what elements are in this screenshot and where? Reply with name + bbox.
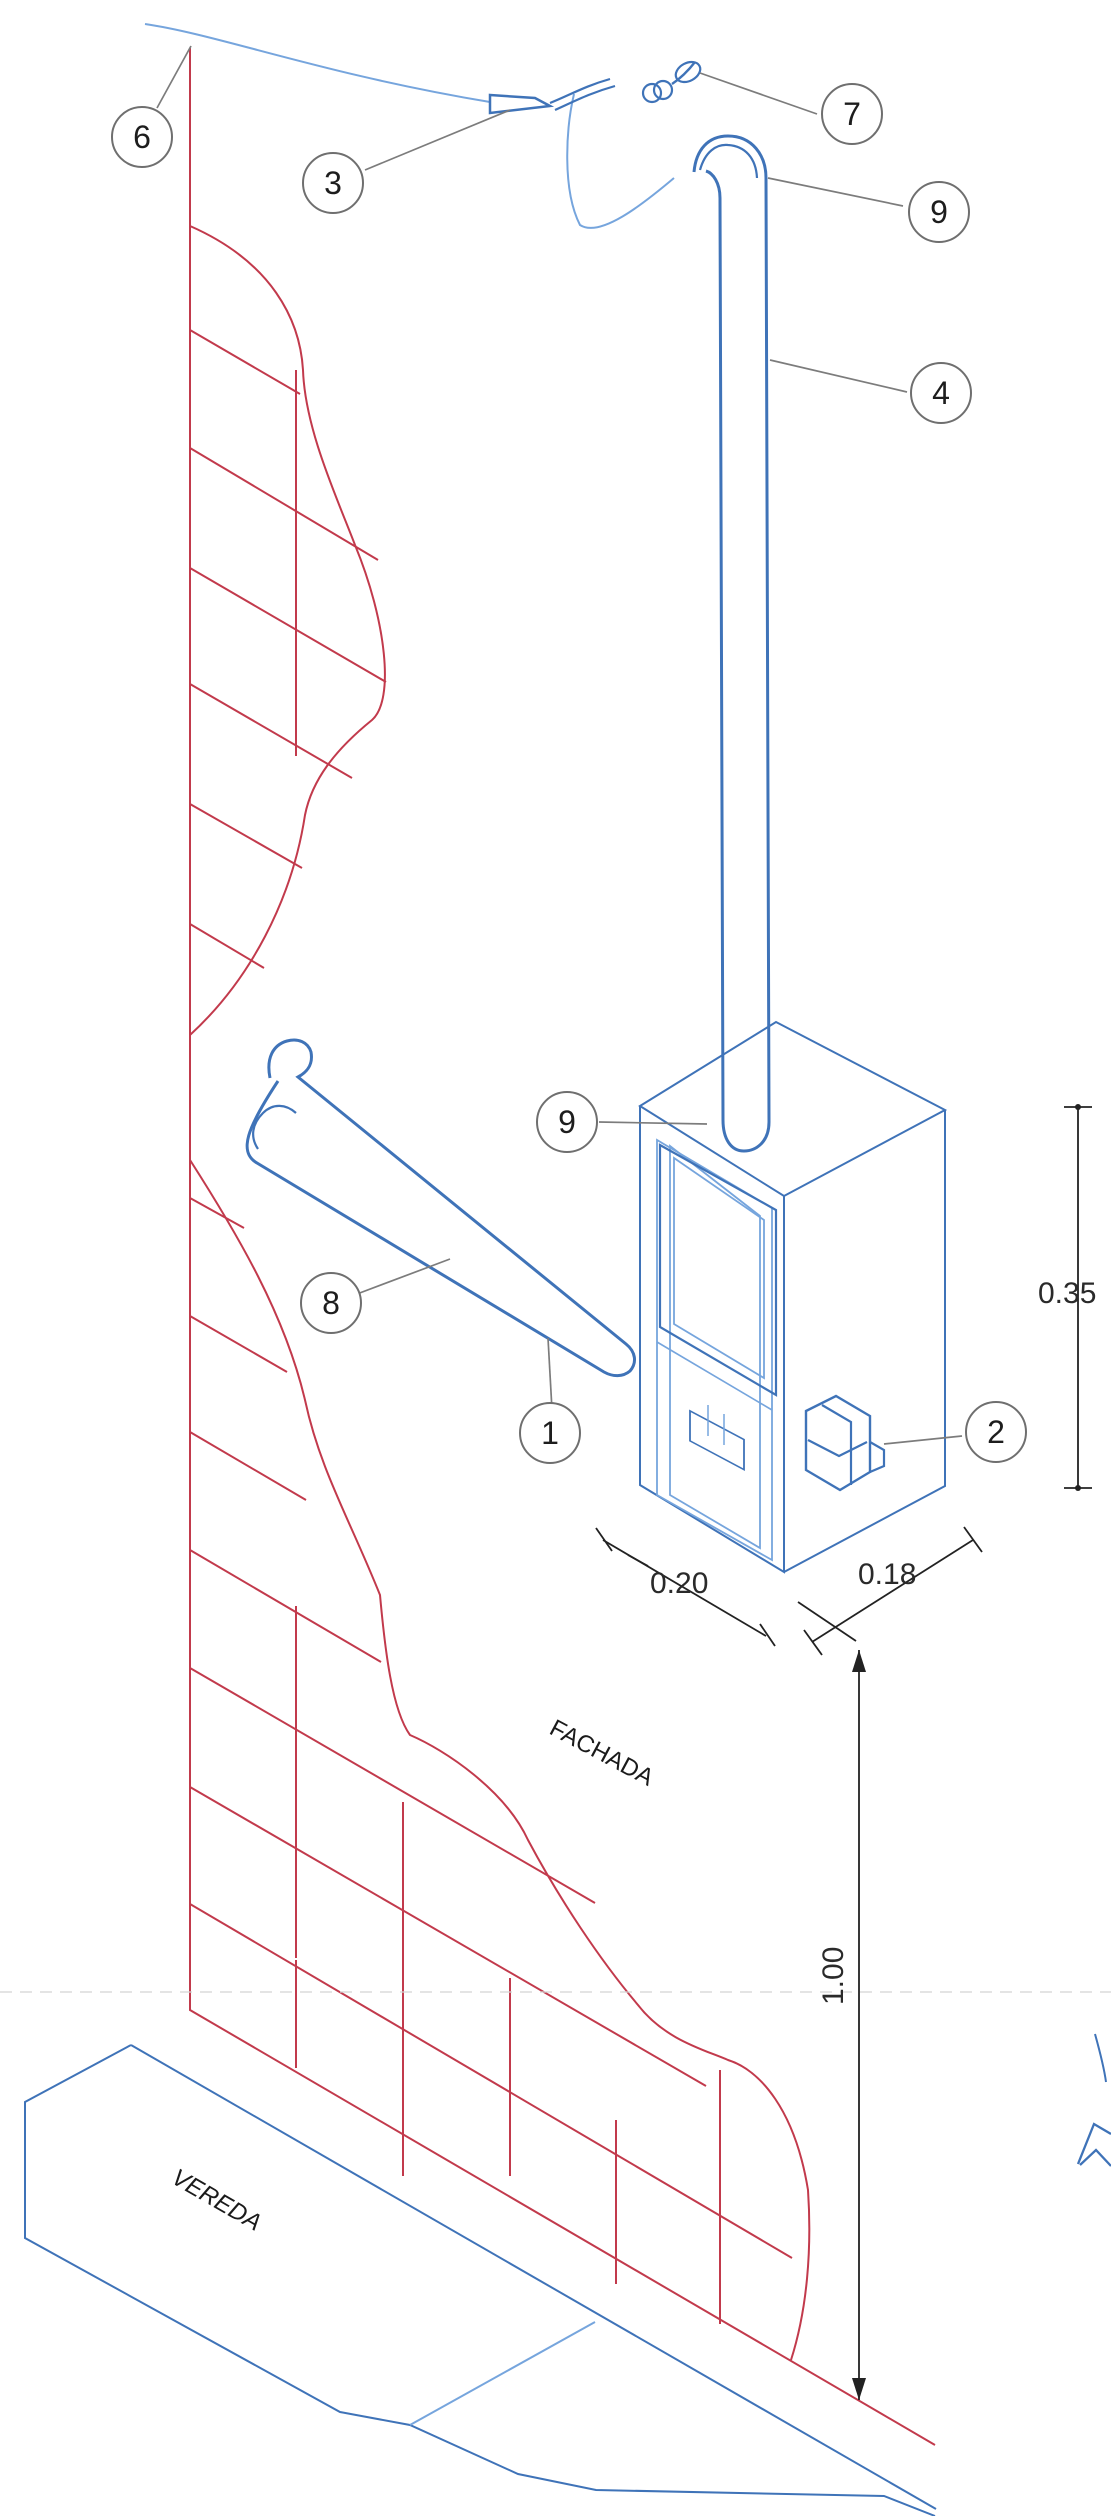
dimension-text-0-18: 0.18 <box>858 1558 916 1591</box>
callout-9-box: 9 <box>536 1091 598 1153</box>
brick-pattern-upper <box>189 329 387 969</box>
dimension-0-35 <box>1064 1104 1092 1491</box>
breaker-device <box>804 1394 886 1492</box>
facade-lower-outline <box>189 1159 811 2361</box>
callout-9-top-label: 9 <box>930 194 948 230</box>
callout-2: 2 <box>965 1401 1027 1463</box>
meter-box <box>638 1020 948 1574</box>
service-conduit <box>245 1038 636 1378</box>
callout-6: 6 <box>111 106 173 168</box>
callout-6-label: 6 <box>133 119 151 155</box>
callout-9-top: 9 <box>908 181 970 243</box>
dimension-text-1-00: 1.00 <box>817 1947 850 2005</box>
dimension-0-20 <box>595 1527 776 1647</box>
brick-pattern-lower <box>189 1197 793 2324</box>
callout-3-label: 3 <box>324 165 342 201</box>
callout-7-label: 7 <box>843 96 861 132</box>
callout-8-label: 8 <box>322 1285 340 1321</box>
leader-lines <box>156 45 963 1445</box>
callout-2-label: 2 <box>987 1414 1005 1450</box>
edge-marks <box>1076 2033 1111 2167</box>
callout-7: 7 <box>821 83 883 145</box>
callout-4: 4 <box>910 362 972 424</box>
facade-wall-outline <box>189 48 936 2446</box>
vertical-conduit <box>692 134 771 1153</box>
callout-1-label: 1 <box>541 1415 559 1451</box>
callout-4-label: 4 <box>932 375 950 411</box>
dimension-text-0-35: 0.35 <box>1038 1277 1096 1310</box>
callout-3: 3 <box>302 152 364 214</box>
dimension-text-0-20: 0.20 <box>650 1567 708 1600</box>
callout-8: 8 <box>300 1272 362 1334</box>
overhead-cable-assembly <box>144 23 702 229</box>
callout-1: 1 <box>519 1402 581 1464</box>
callout-9-box-label: 9 <box>558 1104 576 1140</box>
dimension-0-18 <box>797 1526 983 1656</box>
sidewalk <box>24 2044 937 2516</box>
dimension-1-00 <box>852 1650 866 2400</box>
